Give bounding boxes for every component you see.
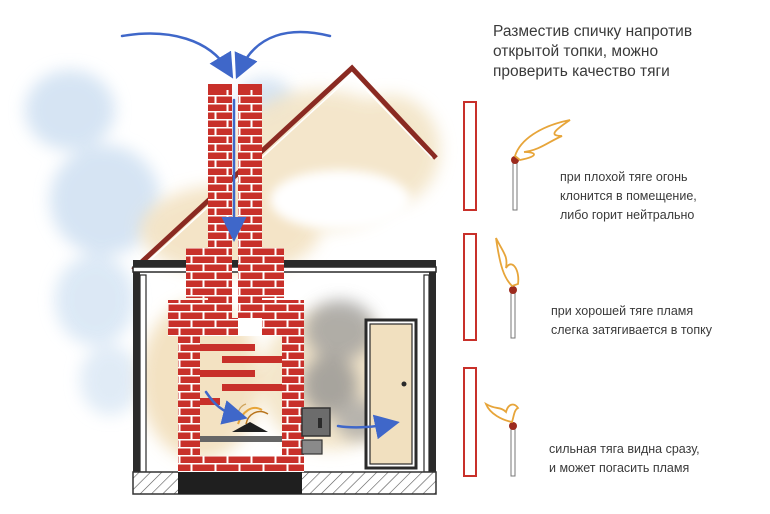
door-icon [364, 318, 418, 470]
note-line: и может погасить пламя [549, 461, 690, 475]
match-icon [495, 237, 520, 339]
flame-icon [513, 119, 571, 161]
foundation [132, 471, 437, 495]
stove-icon [168, 300, 331, 472]
note-line: слегка затягивается в топку [551, 323, 713, 337]
arrow-icon [204, 390, 248, 425]
match-icon [484, 401, 520, 477]
flame-icon [484, 401, 520, 424]
arrow-icon [120, 32, 234, 79]
note-line: сильная тяга видна сразу, [549, 442, 700, 456]
note-line: при плохой тяге огонь [560, 170, 688, 184]
airflow-arrows [120, 30, 400, 440]
note-line: при хорошей тяге пламя [551, 304, 694, 318]
note-line: клонится в помещение, [560, 189, 697, 203]
note-line: либо горит нейтрально [560, 208, 695, 222]
soot-cloud [302, 300, 385, 440]
note-poor-draft: при плохой тяге огонь клонится в помещен… [560, 168, 697, 225]
title-line: Разместив спичку напротив [493, 23, 693, 40]
flame-icon [495, 237, 520, 288]
matchbox-frames [463, 101, 477, 477]
light-patch [270, 170, 410, 230]
title-line: открытой топки, можно [493, 43, 659, 60]
title-line: проверить качество тяги [493, 63, 670, 80]
match-icon [511, 119, 571, 211]
sky-haze [25, 70, 293, 415]
diagram-title: Разместив спичку напротив открытой топки… [493, 22, 763, 82]
arrow-icon [234, 30, 332, 80]
arrow-icon [336, 414, 400, 440]
note-strong-draft: сильная тяга видна сразу, и может погаси… [549, 440, 700, 478]
note-good-draft: при хорошей тяге пламя слегка затягивает… [551, 302, 712, 340]
